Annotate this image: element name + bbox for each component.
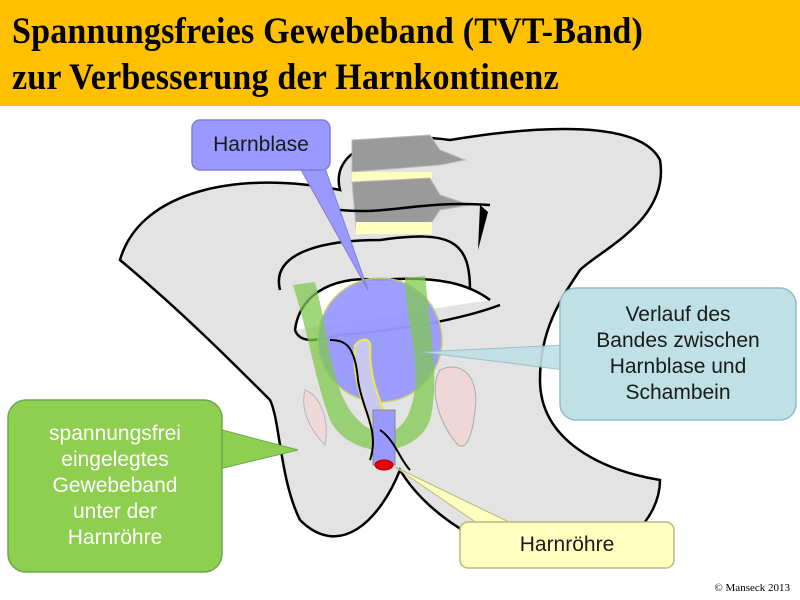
title-line-1: Spannungsfreies Gewebeband (TVT-Band) xyxy=(12,11,644,52)
band-path-line: Verlauf des xyxy=(625,303,731,326)
tape-callout-box xyxy=(7,399,223,573)
vertebrae xyxy=(351,134,471,234)
urethra-callout-box xyxy=(459,521,675,569)
bladder-callout: Harnblase xyxy=(192,120,330,170)
bladder-callout-box xyxy=(191,119,331,171)
urethra xyxy=(372,409,396,466)
urethra-label: Harnröhre xyxy=(519,533,615,556)
tvt-tape xyxy=(293,276,435,450)
copyright: © Manseck 2013 xyxy=(714,582,790,594)
urethra-callout: Harnröhre xyxy=(460,522,674,568)
band-path-line: Schambein xyxy=(625,381,731,404)
tape-line: spannungsfrei xyxy=(49,422,181,445)
title-banner: Spannungsfreies Gewebeband (TVT-Band) zu… xyxy=(0,0,800,106)
title-line-2: zur Verbesserung der Harnkontinenz xyxy=(12,57,559,98)
band-path-line: Harnblase und xyxy=(609,355,747,378)
tape-callout: spannungsfrei eingelegtes Gewebeband unt… xyxy=(8,400,222,572)
tape-line: Gewebeband xyxy=(52,474,178,497)
tape-line: Harnröhre xyxy=(67,526,163,549)
tape-line: unter der xyxy=(72,500,158,523)
bladder-label: Harnblase xyxy=(213,133,309,156)
tape-line: eingelegtes xyxy=(61,448,169,471)
band-callout-box xyxy=(559,287,797,421)
band-path-line: Bandes zwischen xyxy=(596,329,760,352)
band-path-callout: Verlauf des Bandes zwischen Harnblase un… xyxy=(560,288,796,420)
